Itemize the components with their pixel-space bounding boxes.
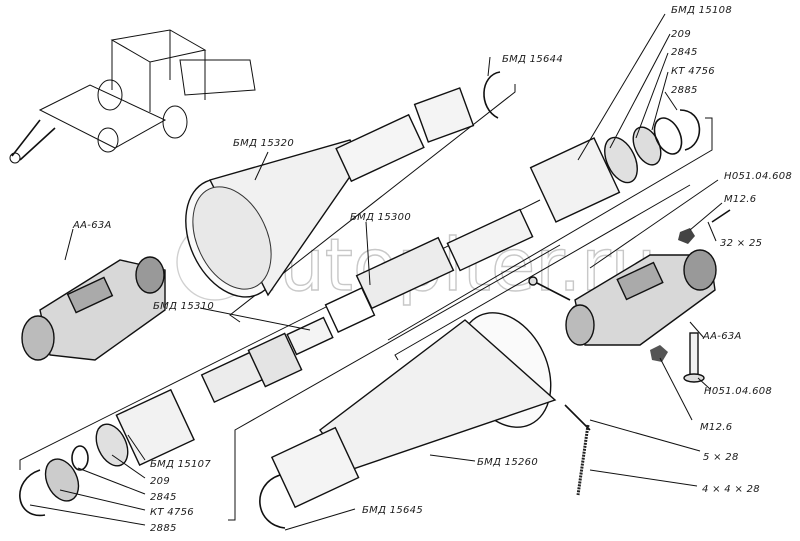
- cotter-pin: [564, 404, 591, 431]
- sleeve-upper: [413, 87, 475, 143]
- label-bmd15645: БМД 15645: [362, 505, 423, 516]
- label-n05104608-top: Н051.04.608: [724, 171, 792, 182]
- label-m126-bottom: М12.6: [700, 422, 732, 433]
- bolt-lower: [689, 332, 699, 379]
- label-key-4x4x28: 4 × 4 × 28: [702, 484, 760, 495]
- assembly-axis-line-5: [228, 244, 561, 521]
- label-209-top: 209: [671, 29, 691, 40]
- label-2845-top: 2845: [671, 47, 698, 58]
- label-bmd15310: БМД 15310: [153, 301, 214, 312]
- universal-joint-right: [565, 249, 717, 346]
- label-209-bottom: 209: [150, 476, 170, 487]
- cone-guard-lower: [270, 312, 557, 509]
- castle-nut: [678, 228, 695, 244]
- label-bmd15260: БМД 15260: [477, 457, 538, 468]
- label-bmd15644: БМД 15644: [502, 54, 563, 65]
- assembly-axis-line-3: [394, 184, 691, 361]
- label-bolt-32x25: 32 × 25: [720, 238, 762, 249]
- label-n05104608-bottom: Н051.04.608: [704, 386, 772, 397]
- cone-guard-upper: [185, 113, 425, 298]
- machine-frame-illustration: [9, 29, 256, 164]
- bolt-32x25: [711, 209, 731, 223]
- shaft-middle: [324, 208, 534, 333]
- label-bmd15107: БМД 15107: [150, 459, 211, 470]
- leader-lines: [29, 13, 723, 531]
- label-pin-5x28: 5 × 28: [703, 452, 739, 463]
- assembly-axis-line-1: [229, 84, 516, 323]
- label-bmd15300: БМД 15300: [350, 212, 411, 223]
- label-2885-top: 2885: [671, 85, 698, 96]
- label-kt4756-bottom: КТ 4756: [150, 507, 194, 518]
- label-kt4756-top: КТ 4756: [671, 66, 715, 77]
- label-bmd15108: БМД 15108: [671, 5, 732, 16]
- shaft-lower: [200, 316, 334, 404]
- universal-joint-left: [21, 256, 166, 361]
- assembly-axis-line-2: [387, 117, 713, 341]
- key-4x4x28: [576, 424, 590, 496]
- label-aa63a-left: АА-63А: [72, 220, 112, 231]
- bolt-middle: [534, 281, 571, 301]
- hex-nut-lower: [650, 345, 668, 362]
- label-2885-bottom: 2885: [150, 523, 177, 534]
- snap-ring-lower: [259, 474, 286, 529]
- bearing-set-upper: [529, 109, 701, 223]
- label-m126-top: М12.6: [724, 194, 756, 205]
- label-aa63a-right: АА-63А: [702, 331, 742, 342]
- label-bmd15320: БМД 15320: [233, 138, 294, 149]
- snap-ring-upper: [483, 71, 501, 119]
- label-2845-bottom: 2845: [150, 492, 177, 503]
